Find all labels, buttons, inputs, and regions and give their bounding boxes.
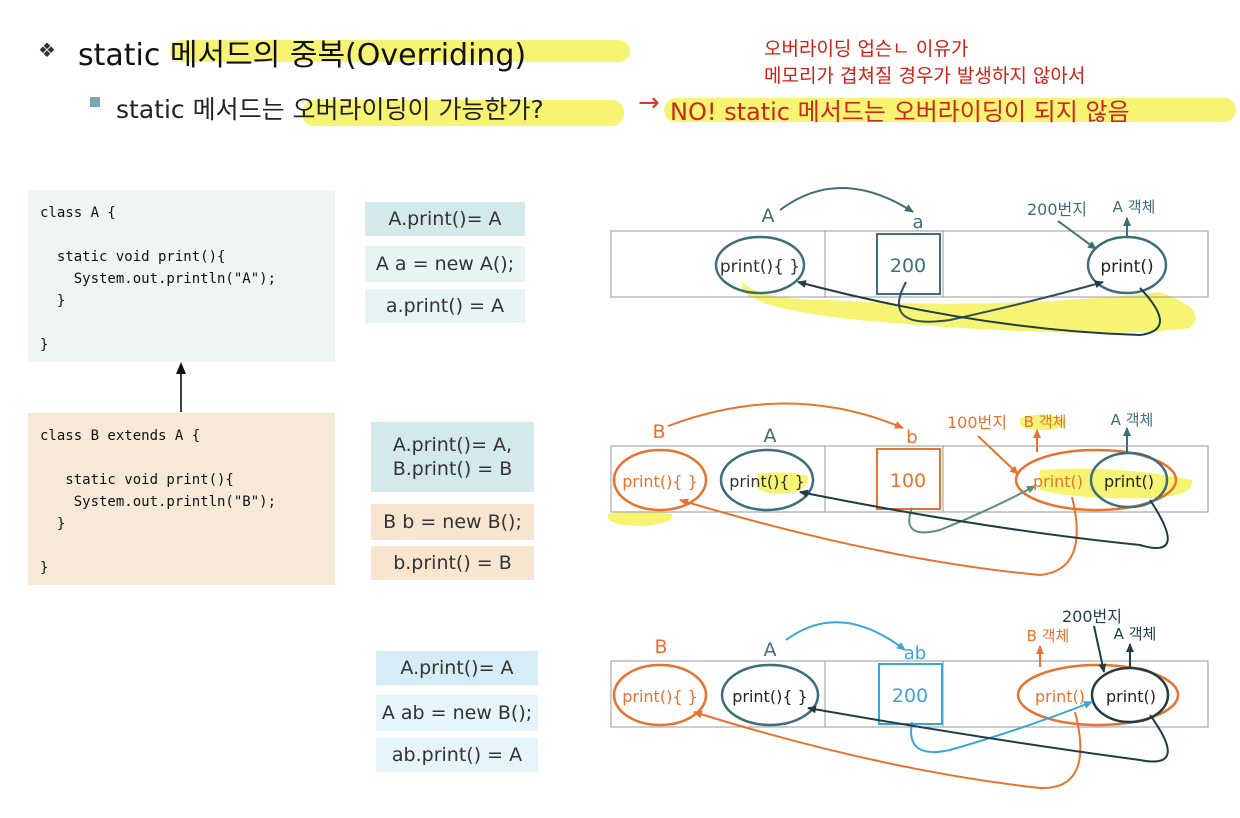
diagram1-class-label: A	[762, 205, 775, 227]
diagram3-address: 200	[892, 685, 928, 707]
diagram2-class-a-label: A	[764, 425, 777, 447]
diagram2-addr-label: 100번지	[947, 413, 1007, 432]
memory-row-3	[610, 660, 1209, 728]
b-object-oval	[1014, 448, 1178, 512]
class-b-method-oval-3	[612, 663, 708, 727]
class-to-var-arrow	[779, 187, 914, 213]
example-a-print: A.print()= A	[365, 202, 525, 236]
class-a-method-oval-3	[720, 663, 820, 727]
diagram1-var-label: a	[912, 212, 923, 233]
diagram2-highlight-left	[608, 511, 673, 526]
diagram2-obj-b-method: print()	[1033, 472, 1083, 491]
example-new-a: A a = new A();	[365, 246, 525, 282]
example-b-print-line: B.print() = B	[392, 458, 513, 480]
example-a-print-3: A.print()= A	[376, 651, 538, 685]
diagram2-obj-b-label: B 객체	[1024, 413, 1067, 431]
address-arrow-3	[1093, 625, 1107, 673]
answer-highlight	[664, 98, 1236, 122]
class-a-to-var-arrow-3	[785, 621, 906, 651]
diagram2-class-b-label: B	[652, 421, 665, 443]
memory-row-1	[610, 230, 1209, 298]
class-a-code: class A { static void print(){ System.ou…	[28, 190, 335, 362]
class-a-method-oval-2	[719, 448, 815, 512]
diagram3-obj-b-method: print()	[1035, 687, 1085, 706]
example-static-calls: A.print()= A, B.print() = B	[371, 422, 534, 492]
object-to-method-arrow	[797, 280, 1161, 337]
diagram1-obj-label: A 객체	[1113, 198, 1156, 216]
diagram1-method: print(){ }	[720, 257, 800, 277]
diagram1-highlight	[742, 282, 1196, 333]
subtitle-highlight	[302, 100, 624, 126]
a-object-to-method-arrow-3	[807, 705, 1169, 763]
address-arrow	[1057, 220, 1097, 250]
a-object-to-method-arrow	[799, 489, 1169, 549]
class-a-method-oval	[714, 235, 806, 295]
diagram3-obj-a-label: A 객체	[1114, 625, 1157, 643]
b-object-to-method-arrow	[679, 496, 1078, 577]
example-new-b: B b = new B();	[371, 504, 534, 540]
example-b-instance-print: b.print() = B	[371, 546, 534, 580]
diagram2-highlight-right	[1040, 468, 1193, 499]
diagram-3: B A ab print(){ } print(){ } 200 200번지 B…	[610, 607, 1209, 790]
title-bullet-icon: ❖	[38, 38, 56, 62]
example-new-b-as-a: A ab = new B();	[376, 695, 538, 731]
title-highlight	[170, 40, 630, 62]
ref-to-object-arrow-2	[908, 485, 1036, 534]
diagram2-obj-a-label: A 객체	[1111, 411, 1154, 429]
diagram2-address: 100	[890, 470, 926, 492]
diagram2-method-a: print(){ }	[729, 472, 805, 491]
example-a-print-line: A.print()= A,	[392, 434, 513, 456]
diagram1-obj-method: print()	[1100, 257, 1153, 277]
example-ab-print: ab.print() = A	[376, 738, 538, 772]
handwritten-note-line2: 메모리가 겹쳐질 경우가 발생하지 않아서	[764, 65, 1086, 87]
diagram3-var-label: ab	[904, 643, 926, 664]
b-object-to-method-arrow-3	[693, 710, 1082, 790]
diagram1-addr-label: 200번지	[1027, 200, 1087, 219]
diagram-1: A a print(){ } 200 200번지 A 객체 print()	[610, 187, 1209, 337]
diagram3-method-b: print(){ }	[622, 687, 698, 706]
page-title: static 메서드의 중복(Overriding)	[78, 38, 527, 73]
class-b-code: class B extends A { static void print(){…	[28, 413, 335, 585]
address-arrow-2	[977, 435, 1019, 475]
diagram2-obj-a-method: print()	[1104, 472, 1154, 491]
a-object-oval-2	[1089, 451, 1169, 509]
class-b-method-oval	[612, 448, 708, 512]
diagram-2: B A b print(){ } print(){ } 100 100번지 B …	[608, 402, 1209, 577]
ref-to-object-arrow-3	[910, 701, 1093, 754]
a-object-oval-3	[1090, 666, 1170, 724]
handwritten-note-line1: 오버라이딩 업슨ㄴ 이유가	[764, 38, 969, 60]
diagram2-method-b: print(){ }	[622, 472, 698, 491]
diagram3-obj-b-label: B 객체	[1027, 627, 1070, 645]
ref-var-b-box	[876, 448, 941, 510]
diagram2-var-label: b	[906, 427, 917, 448]
class-b-to-var-arrow	[667, 402, 904, 429]
ref-var-a-box	[876, 233, 941, 295]
diagram3-method-a: print(){ }	[732, 687, 808, 706]
square-bullet-icon	[90, 97, 100, 107]
diagram2-highlight-label	[1020, 414, 1066, 430]
answer-text: NO! static 메서드는 오버라이딩이 되지 않음	[670, 98, 1130, 126]
diagram3-addr-label: 200번지	[1062, 607, 1122, 626]
diagram1-address: 200	[890, 255, 926, 277]
diagram3-class-b-label: B	[654, 636, 667, 658]
diagram3-obj-a-method: print()	[1106, 687, 1156, 706]
ref-var-ab-box	[878, 663, 943, 725]
right-arrow-icon: →	[638, 88, 660, 118]
example-a-instance-print: a.print() = A	[365, 289, 525, 323]
ref-to-object-arrow	[897, 280, 1104, 323]
diagram2-highlight-mid	[756, 472, 809, 494]
b-object-oval-3	[1016, 663, 1180, 727]
question-text: static 메서드는 오버라이딩이 가능한가?	[116, 95, 544, 124]
diagram3-class-a-label: A	[764, 639, 777, 661]
